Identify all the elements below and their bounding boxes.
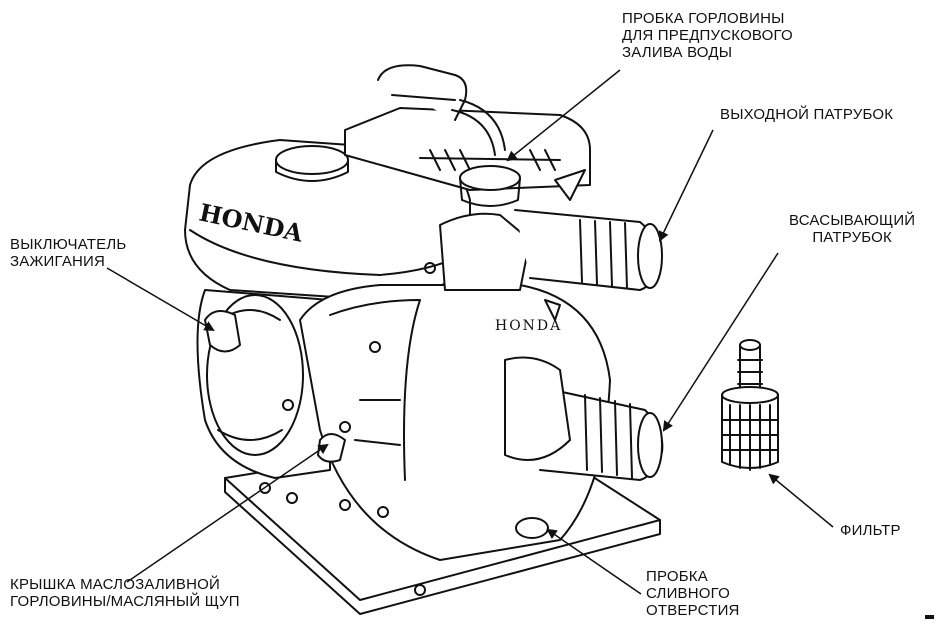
label-line: ЗАЛИВА ВОДЫ: [622, 44, 733, 61]
leader-oil: [126, 443, 329, 583]
label-drain-plug: ПРОБКА СЛИВНОГО ОТВЕРСТИЯ: [646, 568, 740, 619]
label-oil-filler: КРЫШКА МАСЛОЗАЛИВНОЙ ГОРЛОВИНЫ/МАСЛЯНЫЙ …: [10, 576, 240, 610]
label-line: ОТВЕРСТИЯ: [646, 602, 740, 619]
ignition-switch: [204, 310, 241, 353]
label-priming-plug: ПРОБКА ГОРЛОВИНЫ ДЛЯ ПРЕДПУСКОВОГО ЗАЛИВ…: [622, 10, 793, 61]
label-line: КРЫШКА МАСЛОЗАЛИВНОЙ: [10, 576, 221, 593]
label-line: ЗАЖИГАНИЯ: [10, 253, 106, 270]
label-line: ВЫКЛЮЧАТЕЛЬ: [10, 236, 127, 253]
air-cleaner: [344, 107, 591, 191]
pump-brand: HONDA: [495, 318, 562, 334]
leader-ignition: [106, 267, 215, 332]
leader-outlet: [658, 129, 714, 242]
label-line: ПРОБКА: [646, 568, 708, 585]
leader-intake: [662, 252, 779, 432]
fuel-cap: [275, 145, 349, 175]
drain-plug: [515, 517, 549, 539]
leader-priming: [506, 69, 621, 162]
leader-drain: [546, 528, 642, 595]
oil-filler-cap: [317, 433, 346, 463]
label-outlet: ВЫХОДНОЙ ПАТРУБОК: [720, 106, 893, 123]
label-line: ГОРЛОВИНЫ/МАСЛЯНЫЙ ЩУП: [10, 593, 240, 610]
label-line: ДЛЯ ПРЕДПУСКОВОГО: [622, 27, 793, 44]
label-line: СЛИВНОГО: [646, 585, 731, 602]
page-dash-mark: [925, 615, 934, 619]
label-line: ПРОБКА ГОРЛОВИНЫ: [622, 10, 785, 27]
label-line: ПАТРУБОК: [812, 229, 892, 246]
label-intake: ВСАСЫВАЮЩИЙ ПАТРУБОК: [789, 212, 915, 246]
carry-handle: [377, 64, 468, 121]
label-line: ВЫХОДНОЙ ПАТРУБОК: [720, 106, 894, 123]
label-strainer: ФИЛЬТР: [840, 522, 901, 539]
label-ignition-switch: ВЫКЛЮЧАТЕЛЬ ЗАЖИГАНИЯ: [10, 236, 126, 270]
label-line: ВСАСЫВАЮЩИЙ: [789, 212, 916, 229]
priming-cap: [459, 165, 521, 191]
label-line: ФИЛЬТР: [840, 522, 901, 539]
strainer-illustration: [721, 339, 779, 471]
leader-strainer: [768, 473, 834, 528]
